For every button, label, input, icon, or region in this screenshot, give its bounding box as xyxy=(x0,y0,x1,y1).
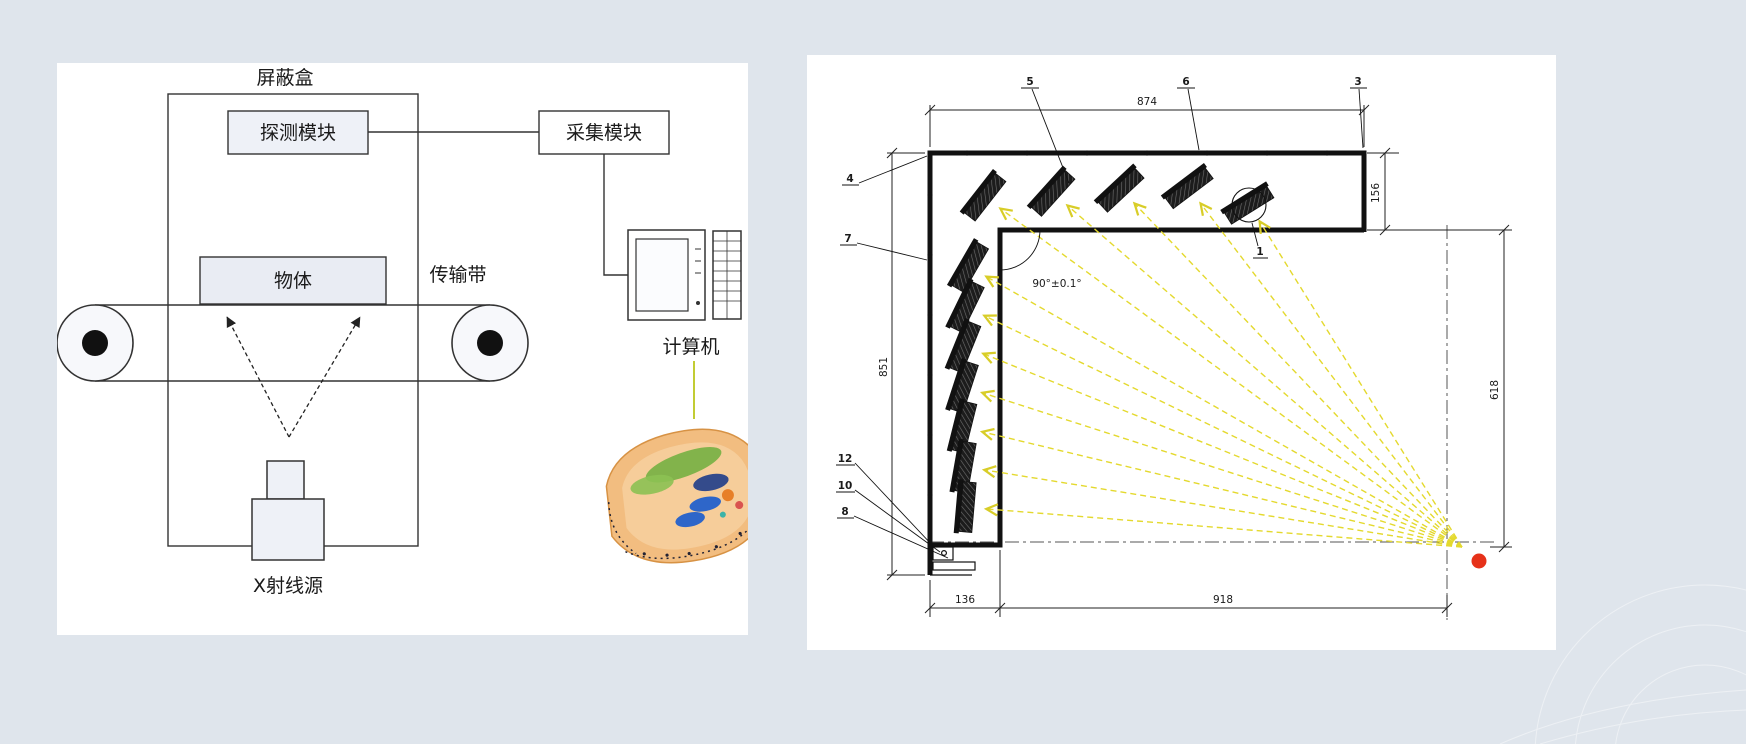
dim-bottom xyxy=(924,550,1453,617)
svg-text:1: 1 xyxy=(1256,246,1263,258)
center-lines xyxy=(930,225,1497,620)
cad-drawing: 90°±0.1° 874 851 xyxy=(836,76,1512,620)
dim-top xyxy=(924,104,1370,147)
conveyor-belt xyxy=(95,304,490,382)
acquisition-module-box: 采集模块 xyxy=(538,110,670,155)
right-roller xyxy=(451,304,529,382)
part-callouts: 5 6 3 4 xyxy=(836,76,1367,559)
svg-text:10: 10 xyxy=(838,480,853,492)
acquisition-module-label: 采集模块 xyxy=(566,122,642,144)
callout-10: 10 xyxy=(836,480,941,553)
svg-text:5: 5 xyxy=(1026,76,1033,88)
callout-4: 4 xyxy=(842,155,928,186)
cad-drawing-panel: 90°±0.1° 874 851 xyxy=(807,55,1556,650)
angle-label: 90°±0.1° xyxy=(1032,278,1081,290)
conveyor-label: 传输带 xyxy=(429,264,486,286)
detector-housing-walls xyxy=(927,150,1367,575)
system-schematic-drawing: 屏蔽盒 探测模块 xyxy=(57,67,748,597)
xray-source-label: X射线源 xyxy=(253,575,323,597)
callout-3: 3 xyxy=(1350,76,1367,149)
detail-circle xyxy=(1231,187,1267,223)
callout-5: 5 xyxy=(1021,76,1070,184)
object-box: 物体 xyxy=(199,256,387,305)
acquisition-to-computer-line xyxy=(603,154,628,276)
dim-bottom-value: 918 xyxy=(1213,594,1233,606)
shield-box-label: 屏蔽盒 xyxy=(256,67,313,89)
xray-source xyxy=(251,460,325,561)
detector-module-label: 探测模块 xyxy=(260,122,336,144)
svg-text:3: 3 xyxy=(1354,76,1361,88)
xray-fan-beams xyxy=(979,201,1463,548)
svg-text:12: 12 xyxy=(838,453,853,465)
detector-modules xyxy=(944,162,1277,536)
scan-image xyxy=(605,428,748,564)
svg-text:7: 7 xyxy=(844,233,851,245)
dim-top-right xyxy=(1367,147,1512,236)
dim-right xyxy=(1490,224,1512,553)
svg-text:8: 8 xyxy=(841,506,848,518)
svg-text:6: 6 xyxy=(1182,76,1189,88)
callout-6: 6 xyxy=(1177,76,1200,151)
svg-text:4: 4 xyxy=(846,173,853,185)
callout-1: 1 xyxy=(1251,222,1268,259)
dim-left-value: 851 xyxy=(878,357,890,377)
detector-module-box: 探测模块 xyxy=(227,110,369,155)
system-schematic-panel: 屏蔽盒 探测模块 xyxy=(57,63,748,635)
bottom-left-brackets xyxy=(930,546,976,576)
dim-top-right-value: 156 xyxy=(1370,183,1382,203)
wall-bolts xyxy=(927,150,1330,498)
dim-left xyxy=(886,147,925,581)
angle-annotation: 90°±0.1° xyxy=(999,229,1082,290)
xray-point-source xyxy=(1471,553,1487,569)
callout-12: 12 xyxy=(836,453,934,547)
left-roller xyxy=(57,304,134,382)
callout-8: 8 xyxy=(837,506,949,559)
xray-beam-arrows xyxy=(226,316,361,438)
dim-top-value: 874 xyxy=(1137,96,1157,108)
dim-right-value: 618 xyxy=(1489,380,1501,400)
computer-label: 计算机 xyxy=(662,336,719,358)
dim-bottom-left-value: 136 xyxy=(955,594,975,606)
object-label: 物体 xyxy=(274,270,312,292)
computer-icon xyxy=(627,229,742,321)
callout-7: 7 xyxy=(840,233,928,261)
